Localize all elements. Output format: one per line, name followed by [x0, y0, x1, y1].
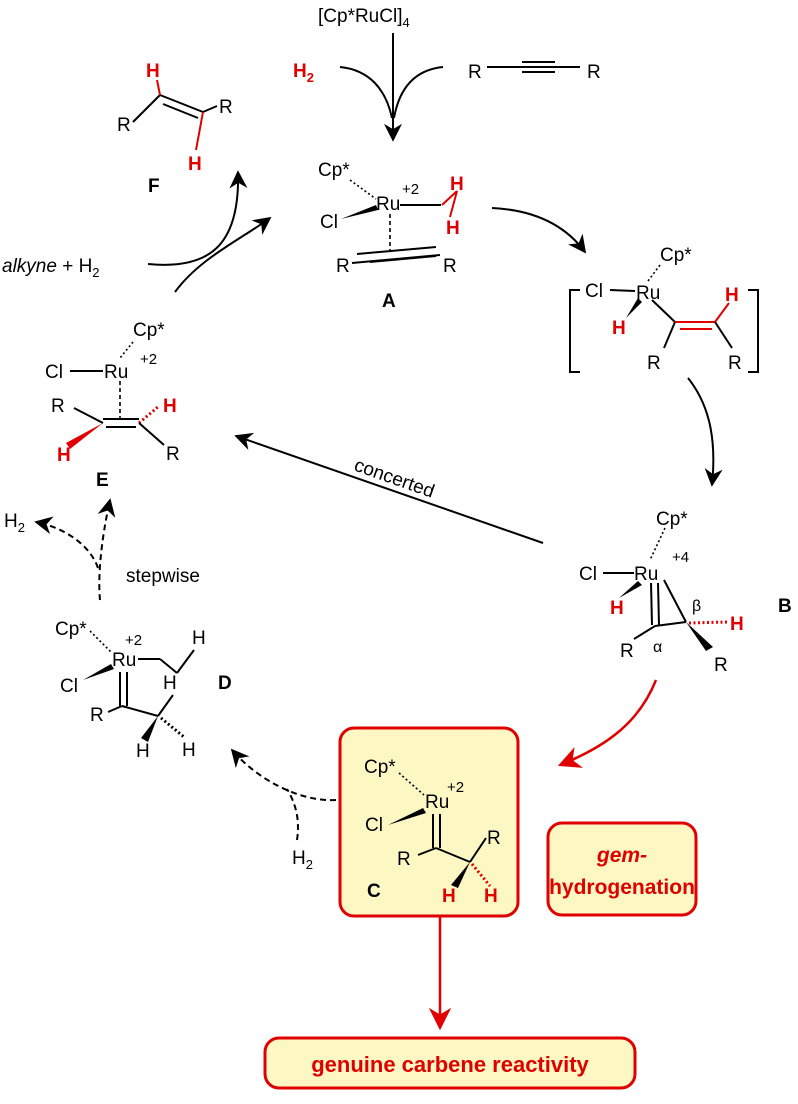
b-h-ru: H	[610, 598, 624, 619]
c-cp: Cp*	[364, 757, 396, 778]
e-r-top: R	[51, 396, 65, 417]
f-h-top: H	[146, 61, 160, 82]
label-D: D	[218, 673, 232, 694]
e-ru: Ru	[104, 362, 128, 383]
alkyne-feed-curve	[393, 66, 444, 119]
compound-A: Cp* Ru +2 Cl H H R R A	[318, 160, 464, 312]
b-cp: Cp*	[656, 509, 688, 530]
a-r-right: R	[443, 256, 457, 277]
e-r-right: R	[166, 444, 180, 465]
d-h-b1: H	[136, 741, 150, 762]
e-cp: Cp*	[133, 320, 165, 341]
f-h-bottom: H	[188, 154, 202, 175]
arrow-vinyl-to-B	[687, 377, 723, 487]
h2-release-arrow	[34, 516, 99, 569]
arrow-C-to-D	[230, 748, 337, 802]
a-h-upper: H	[450, 174, 464, 195]
b-cl: Cl	[579, 564, 597, 585]
arrow-D-to-E	[97, 498, 116, 601]
d-charge: +2	[125, 632, 142, 649]
vinyl-ru: Ru	[636, 283, 660, 304]
vinyl-h: H	[725, 285, 739, 306]
arrow-A-to-vinyl	[491, 207, 587, 254]
d-h-top: H	[192, 628, 206, 649]
stepwise-label: stepwise	[126, 566, 200, 587]
b-alpha: α	[653, 639, 662, 656]
d-cp: Cp*	[55, 619, 87, 640]
carbene-label: genuine carbene reactivity	[311, 1052, 589, 1077]
vinyl-h-ru: H	[612, 318, 626, 339]
arrow-B-to-C	[557, 679, 658, 768]
a-cl: Cl	[320, 212, 338, 233]
e-charge: +2	[140, 351, 157, 368]
vinyl-intermediate: Cp* Cl Ru H H R R	[569, 245, 759, 374]
alkyne-r-right: R	[587, 62, 601, 83]
hydrogenation-label: hydrogenation	[549, 876, 695, 899]
alkyne-h2-entry: alkyne + H2	[2, 256, 100, 280]
compound-F: H H R R F	[117, 61, 233, 197]
alkyne-reagent: R R	[468, 61, 601, 83]
a-h-lower: H	[446, 218, 460, 239]
arrow-E-to-A	[174, 216, 272, 293]
compound-C: Cp* Ru +2 Cl R R H H C	[338, 726, 520, 918]
h2-feed-curve	[339, 66, 393, 119]
c-charge: +2	[447, 779, 464, 796]
a-cp: Cp*	[318, 160, 350, 181]
c-h-2: H	[484, 886, 498, 907]
carbene-reactivity-box: genuine carbene reactivity	[263, 1036, 637, 1090]
h2-addition-curve	[286, 788, 299, 841]
a-r-left: R	[336, 256, 350, 277]
c-cl: Cl	[365, 815, 383, 836]
label-E: E	[96, 470, 109, 491]
e-h-top: H	[163, 396, 177, 417]
b-beta: β	[692, 598, 701, 615]
b-r-right: R	[714, 655, 728, 676]
c-ru: Ru	[425, 792, 449, 813]
precatalyst-formula: [Cp*RuCl]4	[318, 6, 410, 30]
vinyl-cp: Cp*	[660, 245, 692, 266]
label-F: F	[148, 176, 160, 197]
compound-E: Cp* Cl Ru +2 R H H R E	[45, 320, 180, 491]
d-h-b2: H	[182, 740, 196, 761]
h2-reagent: H2	[293, 61, 314, 85]
a-ru: Ru	[376, 194, 400, 215]
b-ru: Ru	[634, 564, 658, 585]
c-r-left: R	[397, 849, 411, 870]
b-r-left: R	[620, 641, 634, 662]
arrow-to-F	[147, 170, 248, 266]
vinyl-r-right: R	[728, 353, 742, 374]
vinyl-r-left: R	[647, 353, 661, 374]
a-charge: +2	[402, 181, 419, 198]
c-r-right: R	[487, 828, 501, 849]
arrow-B-to-E	[234, 432, 544, 544]
f-r-right: R	[219, 97, 233, 118]
d-ru: Ru	[112, 650, 136, 671]
c-h-1: H	[442, 886, 456, 907]
alkyne-r-left: R	[468, 62, 482, 83]
concerted-label: concerted	[351, 455, 437, 503]
precatalyst-group: [Cp*RuCl]4 H2 R R	[293, 6, 601, 142]
h2-addition: H2	[292, 848, 313, 872]
f-r-left: R	[117, 115, 131, 136]
b-h-beta: H	[730, 614, 744, 635]
e-cl: Cl	[45, 362, 63, 383]
vinyl-cl: Cl	[585, 281, 603, 302]
b-charge: +4	[672, 549, 689, 566]
label-B: B	[778, 596, 792, 617]
e-h-left: H	[57, 445, 71, 466]
d-h-agostic: H	[163, 673, 177, 694]
compound-B: Cp* Cl Ru +4 H H β α R R B	[579, 509, 792, 676]
gem-label: gem-	[596, 844, 647, 867]
d-r: R	[90, 705, 104, 726]
label-C: C	[367, 881, 381, 902]
label-A: A	[382, 291, 396, 312]
gem-hydrogenation-box: gem- hydrogenation	[546, 821, 698, 917]
d-cl: Cl	[60, 676, 78, 697]
h2-release: H2	[4, 511, 25, 535]
c-box	[338, 726, 520, 918]
compound-D: Cp* Ru +2 Cl H H R H H D	[55, 619, 232, 762]
